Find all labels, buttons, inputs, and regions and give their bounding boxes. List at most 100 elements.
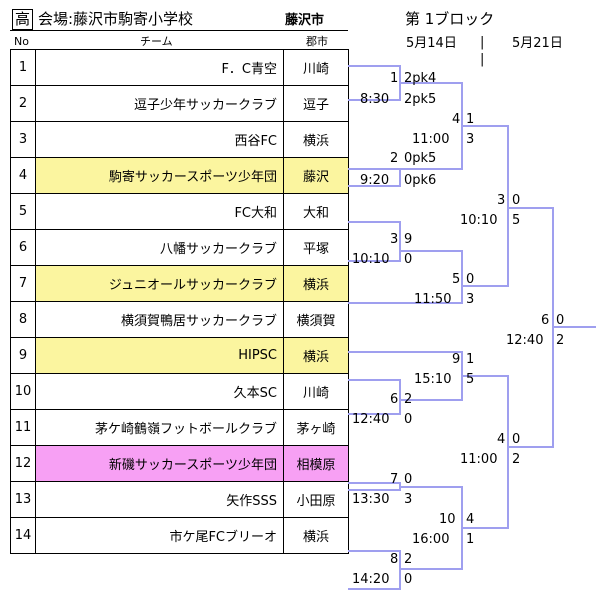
date-separator-lower: | bbox=[480, 52, 485, 67]
bracket-label-m6-s2: 5 bbox=[512, 213, 521, 228]
bracket-line bbox=[348, 379, 401, 415]
bracket-line bbox=[348, 168, 401, 187]
team-name: 新磯サッカースポーツ少年団 bbox=[35, 445, 284, 482]
bracket-label-m9-s1: 2 bbox=[404, 392, 413, 407]
team-town: 横浜 bbox=[283, 265, 349, 302]
bracket-label-m3-s1: 9 bbox=[404, 232, 413, 247]
bracket-label-m2-s1: 0pk5 bbox=[404, 151, 437, 166]
bracket-label-m9-time: 12:40 bbox=[352, 412, 390, 427]
date-separator: | bbox=[480, 35, 485, 50]
bracket-label-m10-time: 11:00 bbox=[460, 452, 498, 467]
team-name: 逗子少年サッカークラブ bbox=[35, 85, 284, 122]
col-header-team: チーム bbox=[140, 35, 173, 48]
team-town: 逗子 bbox=[283, 85, 349, 122]
bracket-label-m2-s2: 0pk6 bbox=[404, 173, 437, 188]
bracket-label-m10-top: 4 bbox=[497, 432, 506, 447]
venue-title: 会場:藤沢市駒寄小学校 bbox=[38, 10, 194, 28]
team-town: 川崎 bbox=[283, 49, 349, 86]
bracket-label-m6-s1: 0 bbox=[512, 193, 521, 208]
team-name: ジュニオールサッカークラブ bbox=[35, 265, 284, 302]
bracket-line bbox=[348, 250, 463, 304]
team-name: HIPSC bbox=[35, 337, 284, 374]
bracket-label-m5-s2: 3 bbox=[466, 292, 475, 307]
team-town: 横須賀 bbox=[283, 301, 349, 338]
team-town: 横浜 bbox=[283, 337, 349, 374]
bracket-label-m11-time: 13:30 bbox=[352, 492, 390, 507]
bracket-label-m11-s1: 0 bbox=[404, 472, 413, 487]
bracket-label-m6-time: 10:10 bbox=[460, 213, 498, 228]
bracket-label-m4-time: 11:00 bbox=[412, 132, 450, 147]
block-title: 第 1ブロック bbox=[405, 10, 495, 28]
bracket-label-m12-s2: 1 bbox=[466, 532, 475, 547]
bracket-label-m13-s2: 0 bbox=[404, 572, 413, 587]
bracket-label-m5-time: 11:50 bbox=[414, 292, 452, 307]
bracket-label-m13-time: 14:20 bbox=[352, 572, 390, 587]
team-name: 横須賀鴨居サッカークラブ bbox=[35, 301, 284, 338]
city-label: 藤沢市 bbox=[285, 13, 325, 28]
bracket-line bbox=[462, 125, 509, 287]
bracket-label-m1-s1: 2pk4 bbox=[404, 71, 437, 86]
team-name: F．C青空 bbox=[35, 49, 284, 86]
team-town: 茅ヶ崎 bbox=[283, 409, 349, 446]
bracket-label-m7-top: 6 bbox=[541, 313, 550, 328]
team-town: 横浜 bbox=[283, 517, 349, 554]
bracket-label-m12-s1: 4 bbox=[466, 512, 475, 527]
bracket-label-m4-s1: 1 bbox=[466, 112, 475, 127]
bracket-label-m10-s1: 0 bbox=[512, 432, 521, 447]
team-name: FC大和 bbox=[35, 193, 284, 230]
bracket-label-m7-s2: 2 bbox=[556, 333, 565, 348]
bracket-line bbox=[348, 221, 401, 262]
team-no: 7 bbox=[10, 265, 36, 302]
bracket-label-m8-s2: 5 bbox=[466, 372, 475, 387]
bracket-label-m8-top: 9 bbox=[452, 352, 461, 367]
bracket-label-m1-time: 8:30 bbox=[360, 92, 390, 107]
bracket-label-m1-s2: 2pk5 bbox=[404, 92, 437, 107]
bracket-label-m3-top: 3 bbox=[390, 232, 399, 247]
team-name: 久本SC bbox=[35, 373, 284, 410]
team-town: 藤沢 bbox=[283, 157, 349, 194]
bracket-label-m2-top: 2 bbox=[390, 151, 399, 166]
team-town: 川崎 bbox=[283, 373, 349, 410]
bracket-label-m8-s1: 1 bbox=[466, 352, 475, 367]
grade-badge: 高 bbox=[12, 9, 33, 30]
bracket-label-m4-top: 4 bbox=[452, 112, 461, 127]
bracket-line bbox=[462, 375, 509, 529]
team-town: 相模原 bbox=[283, 445, 349, 482]
bracket-label-m3-s2: 0 bbox=[404, 252, 413, 267]
bracket-label-m9-s2: 0 bbox=[404, 412, 413, 427]
date-round2: 5月21日 bbox=[512, 36, 563, 51]
bracket-label-m12-time: 16:00 bbox=[412, 532, 450, 547]
team-town: 横浜 bbox=[283, 121, 349, 158]
team-name: 駒寄サッカースポーツ少年団 bbox=[35, 157, 284, 194]
bracket-label-m4-s2: 3 bbox=[466, 132, 475, 147]
bracket-label-m11-top: 7 bbox=[390, 472, 399, 487]
bracket-label-m5-s1: 0 bbox=[466, 272, 475, 287]
bracket-label-m13-s1: 2 bbox=[404, 552, 413, 567]
team-name: 茅ケ崎鶴嶺フットボールクラブ bbox=[35, 409, 284, 446]
team-name: 市ケ尾FCブリーオ bbox=[35, 517, 284, 554]
header-underline bbox=[10, 30, 348, 31]
team-town: 平塚 bbox=[283, 229, 349, 266]
bracket-label-m6-top: 3 bbox=[497, 193, 506, 208]
bracket-label-m2-time: 9:20 bbox=[360, 173, 390, 188]
bracket-label-m7-s1: 0 bbox=[556, 313, 565, 328]
date-round1: 5月14日 bbox=[406, 36, 457, 51]
col-header-town: 郡市 bbox=[306, 35, 328, 48]
bracket-label-m9-top: 6 bbox=[390, 392, 399, 407]
team-no: 11 bbox=[10, 409, 36, 446]
bracket-label-m12-top: 10 bbox=[439, 512, 456, 527]
bracket-label-m5-top: 5 bbox=[452, 272, 461, 287]
